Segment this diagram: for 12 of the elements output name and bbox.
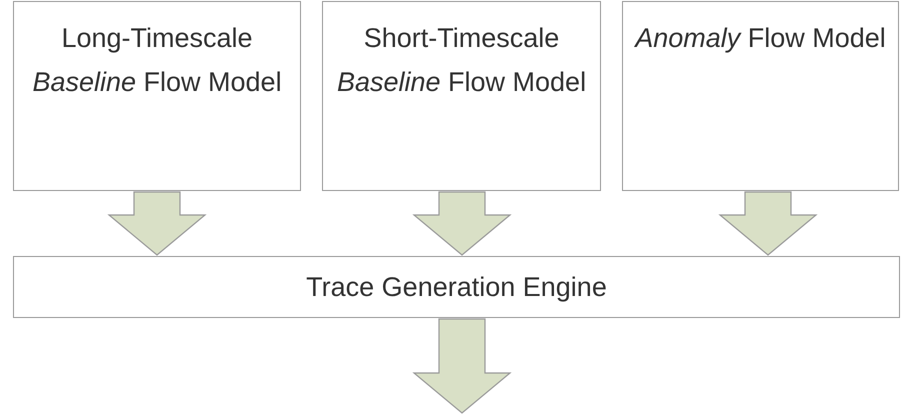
block-arrow bbox=[718, 191, 818, 256]
model-box bbox=[13, 1, 301, 191]
block-arrow bbox=[412, 318, 512, 414]
model-box bbox=[622, 1, 899, 191]
box-label: Trace Generation Engine bbox=[306, 272, 607, 302]
box-label: Long-Timescale Baseline Flow Model bbox=[31, 22, 283, 99]
engine-box bbox=[13, 256, 900, 318]
box-label: Short-Timescale Baseline Flow Model bbox=[336, 22, 588, 99]
box-label: Anomaly Flow Model bbox=[633, 22, 887, 55]
block-arrow bbox=[412, 191, 512, 256]
model-box bbox=[322, 1, 601, 191]
block-arrow bbox=[107, 191, 207, 256]
